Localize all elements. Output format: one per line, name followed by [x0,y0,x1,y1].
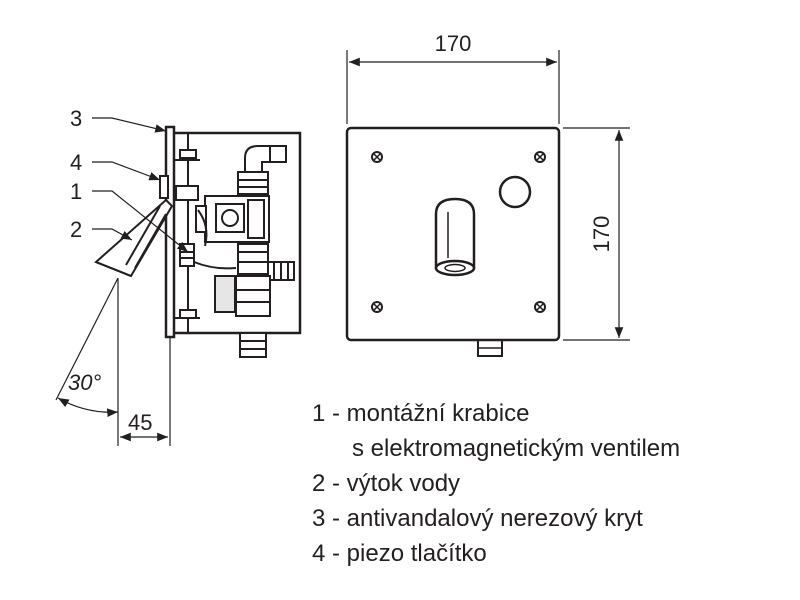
depth-label: 45 [128,410,152,435]
water-spout [94,198,174,278]
side-view [94,125,302,358]
legend-item-3: 3 - antivandalový nerezový kryt [312,505,643,532]
electronics-module [175,185,199,201]
side-dimensions [55,277,171,446]
screw-bottom-left [371,301,383,313]
angle-label: 30° [68,370,101,395]
legend-item-4: 4 - piezo tlačítko [312,540,487,567]
elbow-pipe [244,145,287,173]
valve-nut-lower [237,243,269,275]
legend-item-2: 2 - výtok vody [312,470,461,497]
front-piezo-button [498,175,532,209]
valve-nut-upper [237,171,269,195]
screw-top-left [371,151,383,163]
inlet-body [235,275,271,317]
callout-4: 4 [70,150,82,175]
cover-plate [164,125,176,339]
callout-1: 1 [70,179,82,204]
legend-item-1: 1 - montážní krabice [312,400,530,427]
front-view [345,126,561,357]
inlet-fitting [239,332,267,358]
front-spout [434,197,476,270]
piezo-button [159,175,169,199]
front-dimensions [346,50,630,341]
screw-bottom-right [534,301,546,313]
height-label: 170 [589,216,614,253]
width-label: 170 [435,31,472,56]
front-cover-plate [345,126,561,342]
legend: 1 - montážní krabice s elektromagnetický… [312,396,680,571]
legend-item-1-continued: s elektromagnetickým ventilem [352,435,681,462]
screw-top-right [534,151,546,163]
callout-3: 3 [70,106,82,131]
callout-numbers: 3 4 1 2 [70,106,82,242]
callout-leaders [92,117,189,253]
callout-2: 2 [70,217,82,242]
